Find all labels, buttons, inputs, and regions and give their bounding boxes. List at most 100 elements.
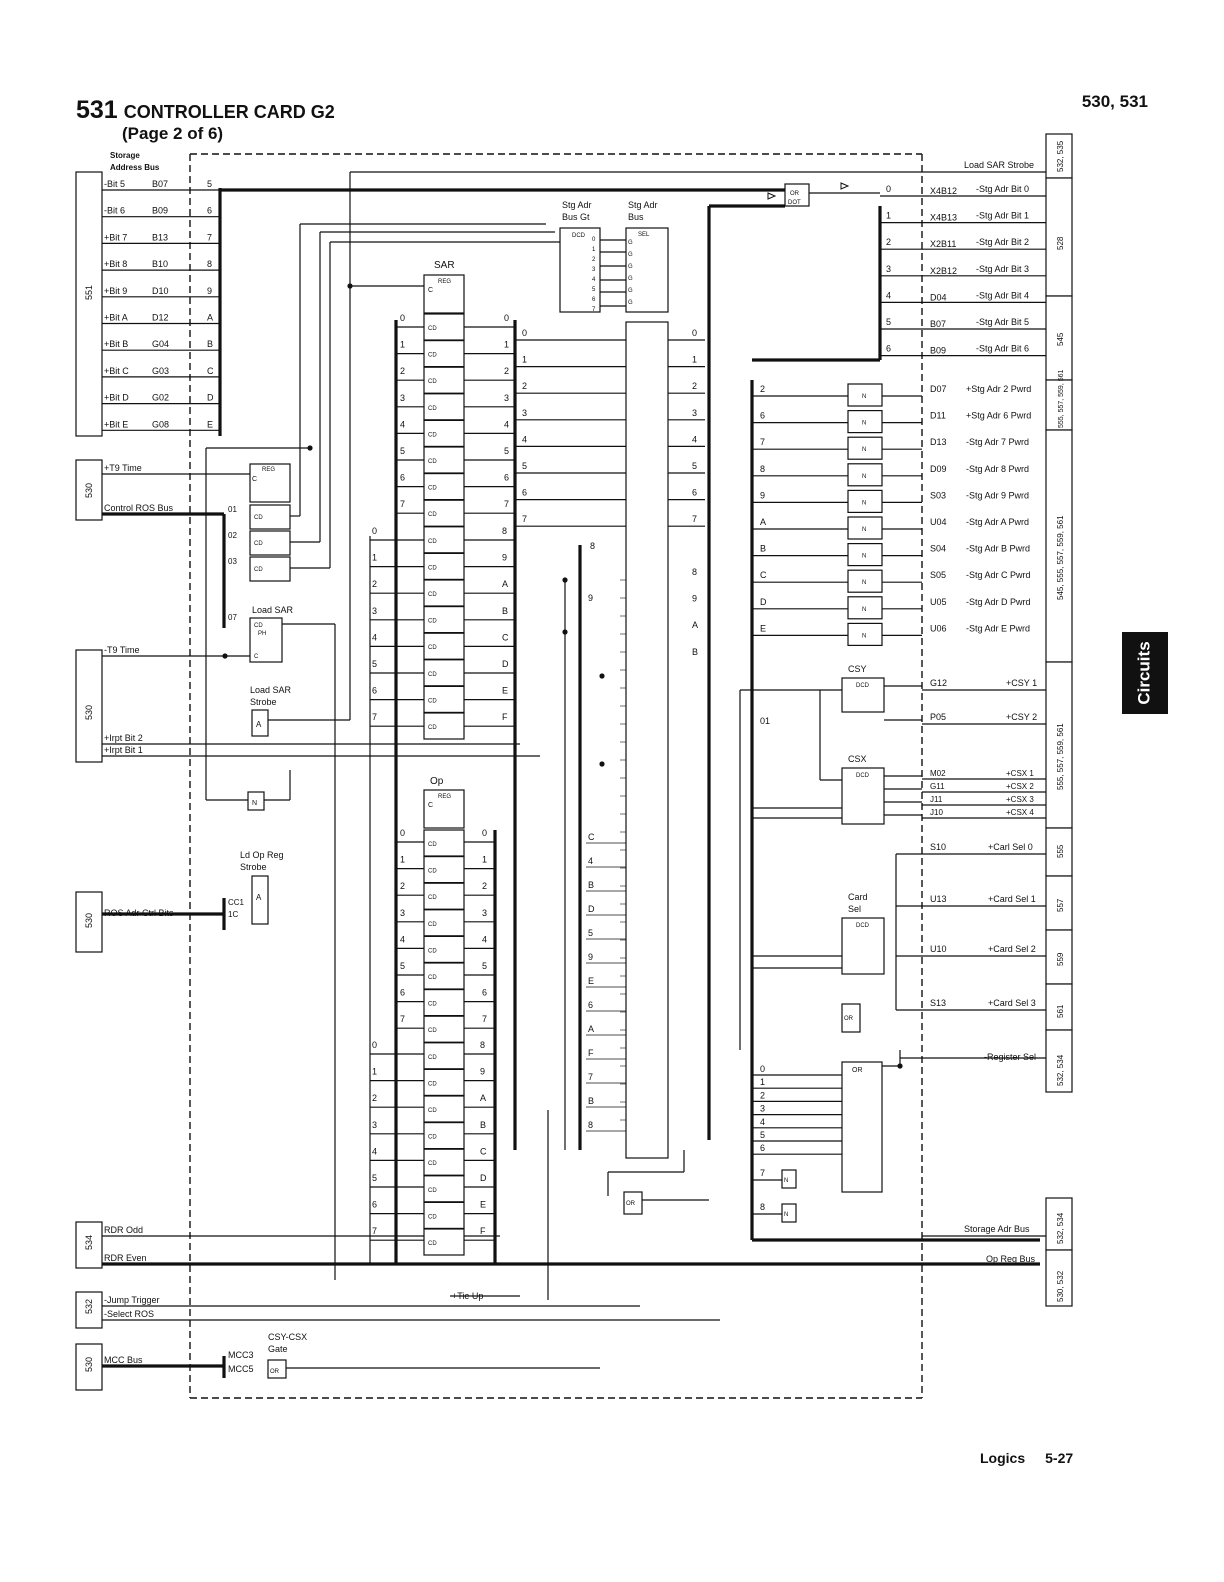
op-cell <box>423 855 465 884</box>
label: 5 <box>886 317 891 327</box>
label: S03 <box>930 490 946 500</box>
label: C <box>254 654 259 660</box>
ctrl-reg-cell <box>249 504 291 530</box>
connector-534 <box>75 1221 103 1269</box>
label: +Bit 8 <box>104 259 127 269</box>
label: CD <box>428 353 437 359</box>
label: CD <box>428 619 437 625</box>
label: 9 <box>760 490 765 500</box>
label: 7 <box>372 1226 377 1236</box>
csx-dcd <box>841 767 885 825</box>
label: CD <box>428 512 437 518</box>
label: CD <box>428 326 437 332</box>
ref-box-10 <box>1045 983 1073 1031</box>
ref-528: 528 <box>1056 236 1065 250</box>
label: 6 <box>760 1143 765 1153</box>
ctrl-reg-cell <box>249 556 291 582</box>
label: U05 <box>930 597 947 607</box>
label: 9 <box>502 553 507 563</box>
sar-cell <box>423 579 465 607</box>
label: 6 <box>592 297 596 303</box>
label: G12 <box>930 678 947 688</box>
label: +Card Sel 1 <box>988 894 1036 904</box>
label: 6 <box>482 988 487 998</box>
label: CD <box>428 486 437 492</box>
label: 5 <box>372 659 377 669</box>
label: CSX <box>848 754 867 764</box>
label: 3 <box>592 267 596 273</box>
label: A <box>760 517 766 527</box>
op-cell <box>423 1095 465 1123</box>
label: 01 <box>228 505 237 514</box>
label: Strobe <box>240 862 267 872</box>
label: 7 <box>760 437 765 447</box>
label: +CSY 1 <box>1006 678 1037 688</box>
label: 4 <box>886 290 891 300</box>
label: 8 <box>760 1202 765 1212</box>
label: CD <box>428 895 437 901</box>
label: N <box>862 474 866 480</box>
mux-column <box>625 321 669 1159</box>
label: B07 <box>930 319 946 329</box>
label: 8 <box>207 259 212 269</box>
label: J10 <box>930 808 943 817</box>
sar-cell <box>423 419 465 447</box>
label: Bus <box>628 212 644 222</box>
ref-532: 532 <box>84 1299 94 1314</box>
section-tab[interactable]: Circuits <box>1122 632 1168 714</box>
csy-dcd <box>841 677 885 713</box>
label: N <box>862 580 866 586</box>
label: G <box>628 264 633 270</box>
junction-dot <box>222 653 228 659</box>
label: 5 <box>482 961 487 971</box>
label: S13 <box>930 998 946 1008</box>
label: A <box>502 579 508 589</box>
inverter-n <box>847 516 883 540</box>
label: 9 <box>207 286 212 296</box>
label: CD <box>428 975 437 981</box>
label: 3 <box>692 408 697 418</box>
label: N <box>784 1212 788 1218</box>
inverter-n <box>847 596 883 620</box>
label: 03 <box>228 557 237 566</box>
label: -Select ROS <box>104 1309 154 1319</box>
label: C <box>428 287 433 294</box>
label: 6 <box>588 1000 593 1010</box>
label: -Bit 6 <box>104 206 125 216</box>
label: J11 <box>930 795 943 804</box>
label: C <box>428 802 433 809</box>
label: CD <box>428 725 437 731</box>
inverter-n <box>847 622 883 647</box>
label: 5 <box>692 461 697 471</box>
ref-box-6 <box>1045 661 1073 829</box>
ref-557: 557 <box>1056 898 1065 912</box>
label: CD <box>428 1241 437 1247</box>
label: D <box>588 904 595 914</box>
label: 1 <box>760 1077 765 1087</box>
label: D <box>502 659 509 669</box>
label: 4 <box>588 856 593 866</box>
label: D12 <box>152 313 169 323</box>
ref-530a: 530 <box>84 483 94 498</box>
label: +Bit 9 <box>104 286 127 296</box>
label: CD <box>428 1055 437 1061</box>
label: B07 <box>152 179 168 189</box>
label: 6 <box>886 344 891 354</box>
label: 1 <box>692 355 697 365</box>
ref-box-7 <box>1045 827 1073 877</box>
label: CD <box>428 698 437 704</box>
op-cell <box>423 1228 465 1256</box>
ref-box-4 <box>1045 379 1073 431</box>
label: 5 <box>400 961 405 971</box>
label: RDR Even <box>104 1253 147 1263</box>
label: RDR Odd <box>104 1225 143 1235</box>
label: CD <box>428 1002 437 1008</box>
label: 4 <box>692 434 697 444</box>
label: 8 <box>502 526 507 536</box>
label: Stg Adr <box>562 200 592 210</box>
label: 1 <box>504 340 509 350</box>
label: D13 <box>930 437 947 447</box>
ref-555: 555 <box>1056 844 1065 858</box>
label: U13 <box>930 894 947 904</box>
